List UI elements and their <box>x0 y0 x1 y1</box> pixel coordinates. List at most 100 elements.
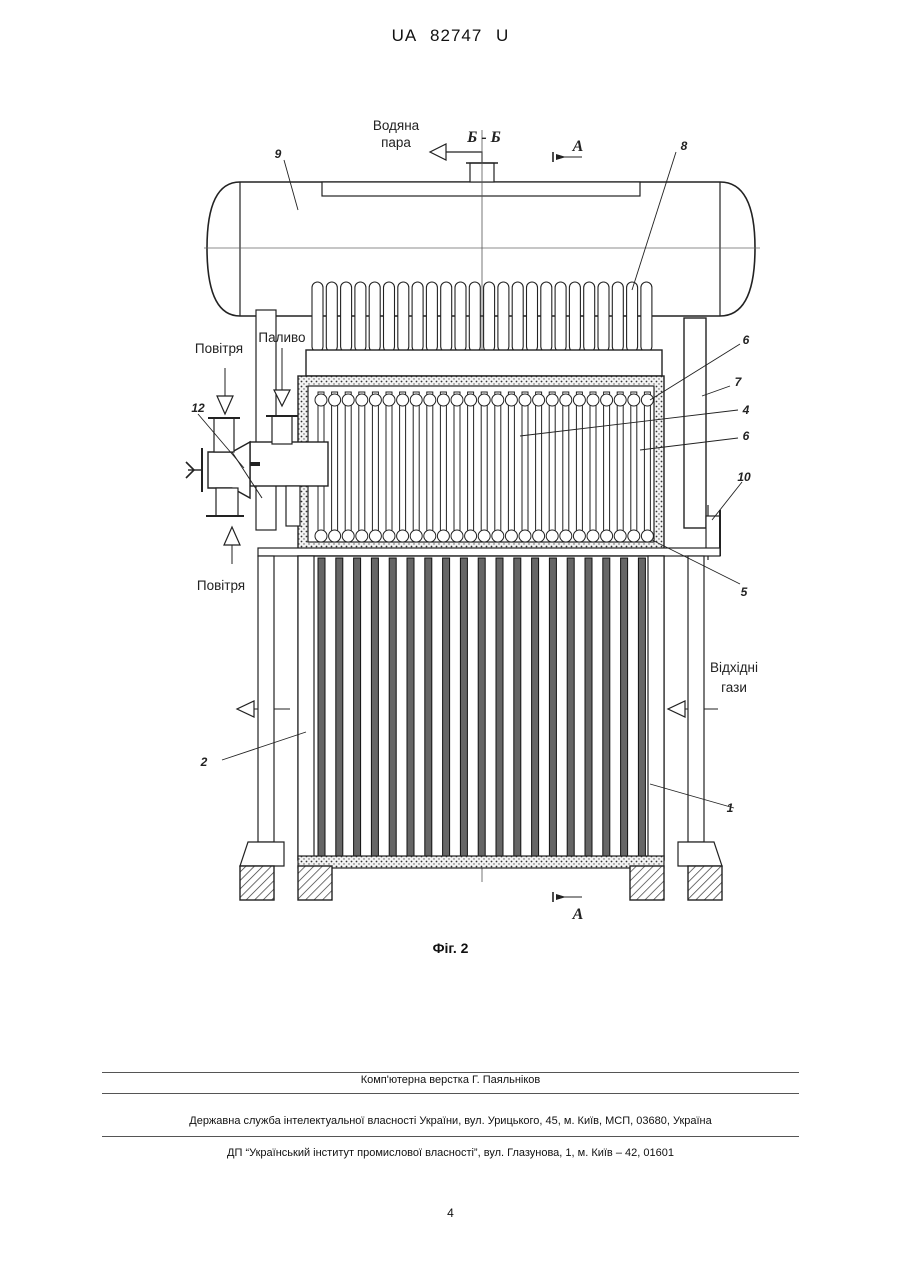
convective-tube <box>549 558 556 858</box>
footer-rule-mid <box>102 1093 799 1094</box>
lower-collector-ball <box>505 530 517 542</box>
upper-collector-ball <box>492 394 504 406</box>
upper-tube <box>598 282 609 352</box>
convective-tube <box>460 558 467 858</box>
convective-tube <box>478 558 485 858</box>
furnace-tube <box>522 392 528 542</box>
convective-tube <box>318 558 325 858</box>
furnace-tube <box>590 392 596 542</box>
upper-tube <box>355 282 366 352</box>
callout-7: 7 <box>735 375 743 389</box>
upper-tube <box>584 282 595 352</box>
footer-agency: Державна служба інтелектуальної власност… <box>0 1115 901 1127</box>
callout-10: 10 <box>737 470 751 484</box>
lower-collector-ball <box>560 530 572 542</box>
callout-6: 6 <box>743 333 750 347</box>
upper-tube <box>627 282 638 352</box>
furnace-tube <box>427 392 433 542</box>
upper-tube-header <box>306 350 662 376</box>
foundation-blocks <box>240 866 722 900</box>
furnace-tube <box>345 392 351 542</box>
convective-tube <box>496 558 503 858</box>
upper-tube <box>641 282 652 352</box>
furnace-tube <box>495 392 501 542</box>
furnace-tube <box>549 392 555 542</box>
lower-collector-ball <box>533 530 545 542</box>
footer-rule-bottom <box>102 1136 799 1137</box>
upper-tube <box>512 282 523 352</box>
lower-collector-ball <box>424 530 436 542</box>
upper-collector-ball <box>451 394 463 406</box>
fuel-label: Паливо <box>258 330 305 345</box>
air-bottom-label: Повітря <box>197 578 245 593</box>
lower-collector-ball <box>492 530 504 542</box>
lower-collector-ball <box>465 530 477 542</box>
mid-plate <box>258 548 720 556</box>
upper-collector-ball <box>628 394 640 406</box>
lower-collector-ball <box>315 530 327 542</box>
convective-tube <box>638 558 645 858</box>
upper-tube <box>312 282 323 352</box>
upper-tube <box>426 282 437 352</box>
upper-collector-ball <box>356 394 368 406</box>
upper-collector-ball <box>465 394 477 406</box>
furnace-tube <box>332 392 338 542</box>
lower-collector-ball <box>451 530 463 542</box>
figure-caption: Фіг. 2 <box>0 940 901 956</box>
upper-tube <box>498 282 509 352</box>
upper-tube <box>569 282 580 352</box>
furnace-tube <box>359 392 365 542</box>
callout-4: 4 <box>742 403 750 417</box>
upper-collector-ball <box>587 394 599 406</box>
section-arrow-top-label: A <box>572 138 584 155</box>
upper-collector-ball <box>519 394 531 406</box>
lower-collector-ball <box>397 530 409 542</box>
section-arrow-bottom-label: A <box>572 906 584 923</box>
callout-1: 1 <box>727 801 734 815</box>
upper-tube <box>555 282 566 352</box>
lower-collector-ball <box>628 530 640 542</box>
upper-collector-ball <box>614 394 626 406</box>
upper-collector-ball <box>329 394 341 406</box>
convective-tube <box>514 558 521 858</box>
lower-collector-ball <box>546 530 558 542</box>
upper-collector-ball <box>410 394 422 406</box>
lower-collector-ball <box>478 530 490 542</box>
furnace-tube <box>536 392 542 542</box>
lower-collector-ball <box>573 530 585 542</box>
lower-collector-ball <box>641 530 653 542</box>
upper-collector-ball <box>478 394 490 406</box>
bottom-insulation <box>298 856 664 868</box>
downcomer-pipe <box>684 318 720 560</box>
convective-tube <box>354 558 361 858</box>
convective-tube <box>621 558 628 858</box>
convective-tube <box>603 558 610 858</box>
lower-collector-ball <box>356 530 368 542</box>
convective-tube <box>567 558 574 858</box>
upper-tube <box>541 282 552 352</box>
lower-collector-ball <box>369 530 381 542</box>
upper-collector-ball <box>546 394 558 406</box>
furnace-tube <box>576 392 582 542</box>
upper-tube <box>341 282 352 352</box>
page-number: 4 <box>0 1206 901 1220</box>
lower-collector-ball <box>383 530 395 542</box>
convective-tube <box>425 558 432 858</box>
upper-collector-ball <box>342 394 354 406</box>
upper-collector-ball <box>383 394 395 406</box>
furnace-tube <box>631 392 637 542</box>
furnace-tube <box>440 392 446 542</box>
convective-tube <box>443 558 450 858</box>
air-top-label: Повітря <box>195 341 243 356</box>
callout-5: 5 <box>741 585 748 599</box>
upper-collector-ball <box>505 394 517 406</box>
lower-collector-ball <box>614 530 626 542</box>
callout-9: 9 <box>275 147 282 161</box>
lower-collector-ball <box>437 530 449 542</box>
upper-collector-ball <box>533 394 545 406</box>
upper-collector-ball <box>424 394 436 406</box>
lower-collector-ball <box>410 530 422 542</box>
upper-collector-ball <box>573 394 585 406</box>
lower-collector-ball <box>329 530 341 542</box>
upper-collector-ball <box>397 394 409 406</box>
